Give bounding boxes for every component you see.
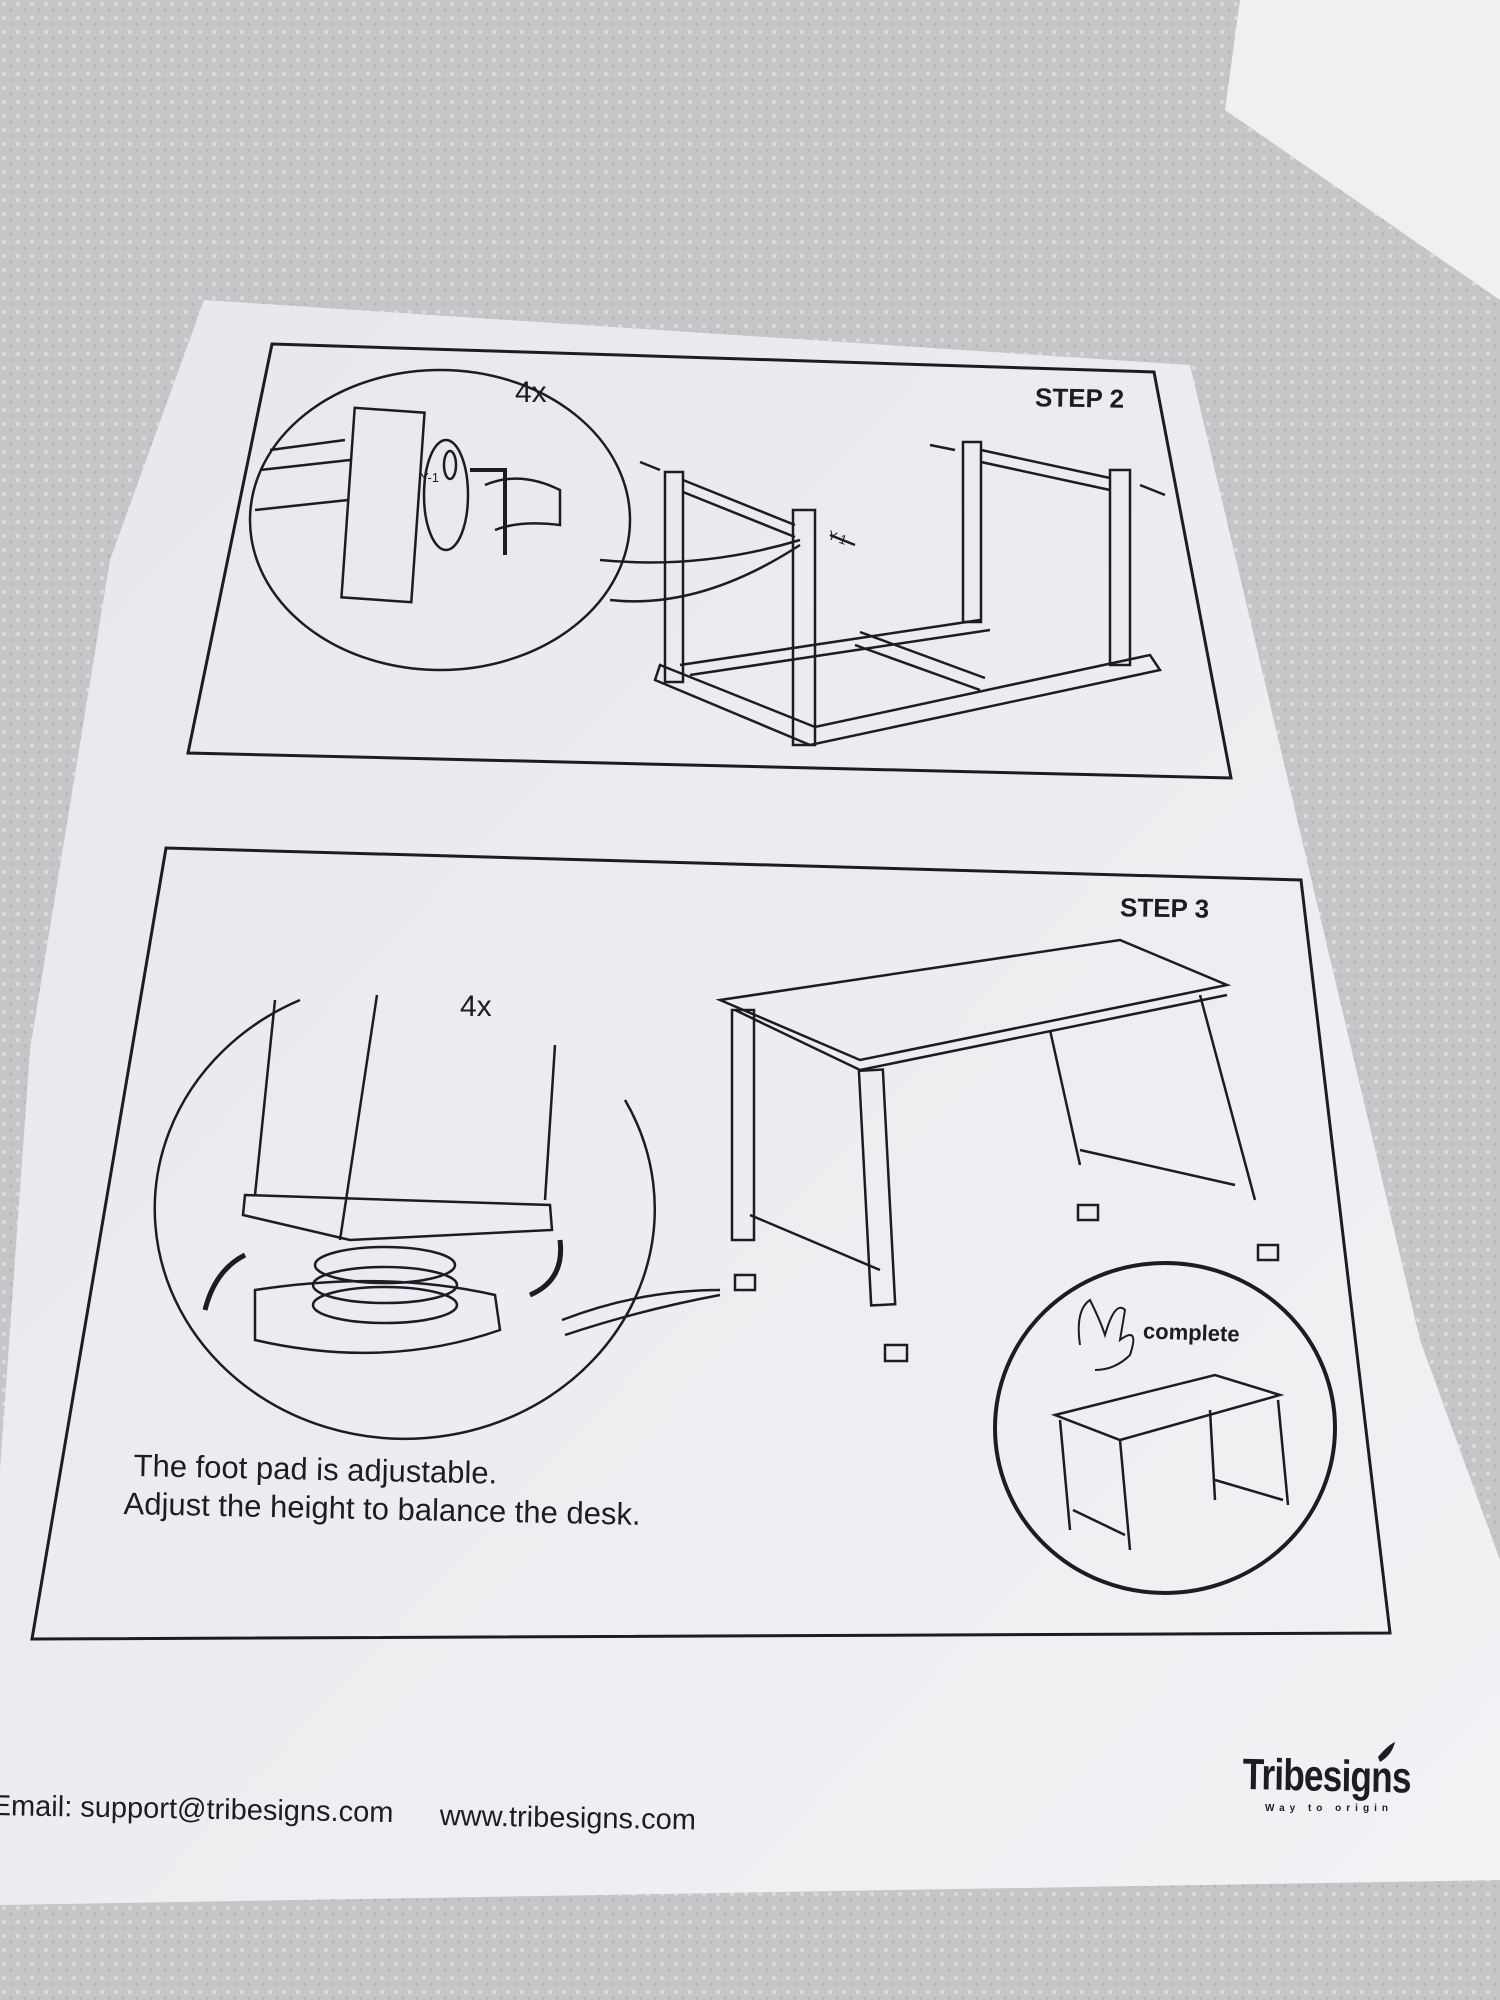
step3-footpad-detail bbox=[153, 994, 721, 1441]
step3-title: STEP 3 bbox=[1119, 892, 1210, 924]
step3-frame bbox=[30, 846, 1392, 1641]
tribesigns-logo-leaf bbox=[1378, 1742, 1395, 1762]
step2-detail-circle bbox=[248, 368, 801, 672]
footer-website: www.tribesigns.com bbox=[439, 1800, 697, 1837]
step3-desk bbox=[715, 938, 1280, 1363]
step2-frame bbox=[186, 342, 1233, 780]
complete-circle bbox=[993, 1261, 1337, 1595]
tribesigns-logo: Tribesigns bbox=[1242, 1750, 1412, 1803]
box-corner bbox=[1225, 0, 1500, 300]
complete-label: complete bbox=[1142, 1318, 1241, 1347]
step2-title: STEP 2 bbox=[1034, 382, 1125, 414]
step3-quantity: 4x bbox=[460, 990, 492, 1023]
step2-desk-frame bbox=[639, 440, 1166, 747]
step2-quantity: 4x bbox=[515, 376, 547, 409]
tribesigns-slogan: Way to origin bbox=[1265, 1803, 1393, 1814]
step3-caption-line1: The foot pad is adjustable. bbox=[133, 1448, 498, 1491]
ok-hand-icon bbox=[1077, 1298, 1135, 1371]
step2-part-label: Y-1 bbox=[420, 470, 440, 485]
footer-email: Email: support@tribesigns.com bbox=[0, 1790, 394, 1830]
